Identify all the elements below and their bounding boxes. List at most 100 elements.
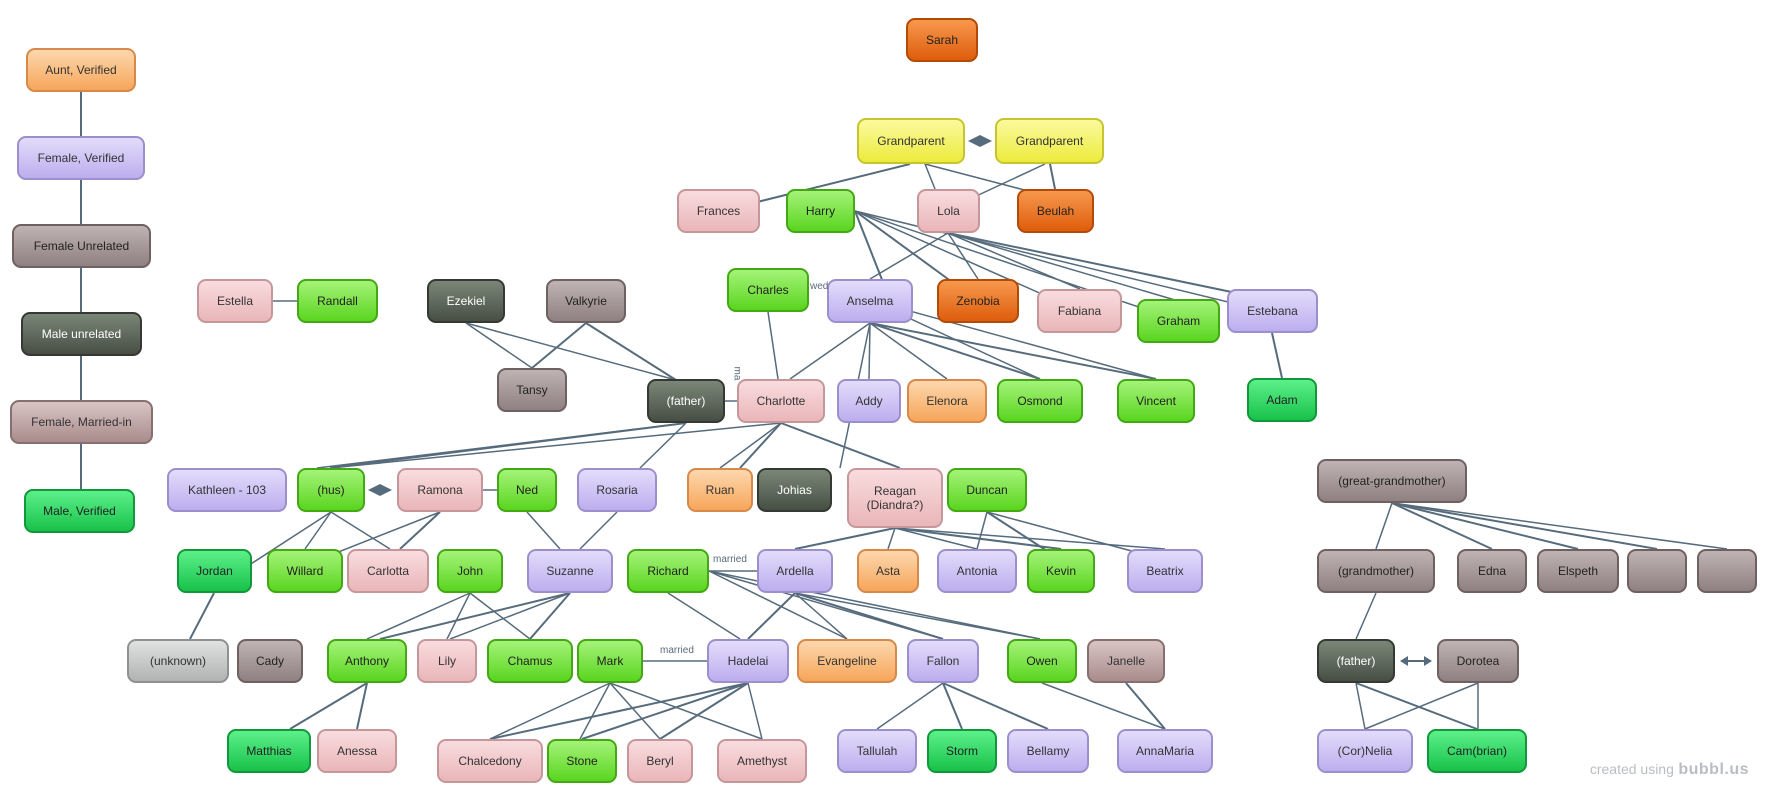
legend-male-verified[interactable]: Male, Verified: [24, 489, 135, 533]
node-antonia[interactable]: Antonia: [937, 549, 1017, 593]
node-fabiana[interactable]: Fabiana: [1037, 289, 1122, 333]
node-sarah[interactable]: Sarah: [906, 18, 978, 62]
edge-line: [489, 682, 749, 740]
legend-female-unrelated[interactable]: Female Unrelated: [12, 224, 151, 268]
node-blank-1[interactable]: [1627, 549, 1687, 593]
node-charles[interactable]: Charles: [727, 268, 809, 312]
node-charlotte[interactable]: Charlotte: [737, 379, 825, 423]
node-father-2[interactable]: (father): [1317, 639, 1395, 683]
edge-line: [379, 592, 571, 640]
node-willard[interactable]: Willard: [267, 549, 343, 593]
node-ned[interactable]: Ned: [497, 468, 557, 512]
node-estella[interactable]: Estella: [197, 279, 273, 323]
node-ezekiel[interactable]: Ezekiel: [427, 279, 505, 323]
node-grandparent-2[interactable]: Grandparent: [995, 118, 1104, 164]
edge-line: [947, 232, 1271, 301]
legend-female-married-in[interactable]: Female, Married-in: [10, 400, 153, 444]
node-grandmother[interactable]: (grandmother): [1317, 549, 1435, 593]
node-rosaria[interactable]: Rosaria: [577, 468, 657, 512]
node-anthony[interactable]: Anthony: [327, 639, 407, 683]
node-valkyrie[interactable]: Valkyrie: [546, 279, 626, 323]
node-elspeth[interactable]: Elspeth: [1537, 549, 1619, 593]
edge-line: [780, 422, 901, 469]
node-harry[interactable]: Harry: [786, 189, 855, 233]
edge-line: [869, 322, 948, 380]
node-duncan[interactable]: Duncan: [947, 468, 1027, 512]
edge-line: [239, 511, 332, 572]
node-unknown[interactable]: (unknown): [127, 639, 229, 683]
edge-line: [894, 527, 978, 550]
edge-line: [947, 232, 1176, 301]
node-ardella[interactable]: Ardella: [757, 549, 833, 593]
node-elenora[interactable]: Elenora: [907, 379, 987, 423]
node-evangeline[interactable]: Evangeline: [797, 639, 897, 683]
node-lily[interactable]: Lily: [417, 639, 477, 683]
node-asta[interactable]: Asta: [857, 549, 919, 593]
node-frances[interactable]: Frances: [677, 189, 760, 233]
node-cady[interactable]: Cady: [237, 639, 303, 683]
node-annamaria[interactable]: AnnaMaria: [1117, 729, 1213, 773]
node-amethyst[interactable]: Amethyst: [717, 739, 807, 783]
edge-line: [942, 682, 963, 730]
node-chalcedony[interactable]: Chalcedony: [437, 739, 543, 783]
node-kathleen[interactable]: Kathleen - 103: [167, 468, 287, 512]
node-johias[interactable]: Johias: [757, 468, 832, 512]
node-dorotea[interactable]: Dorotea: [1437, 639, 1519, 683]
node-anselma[interactable]: Anselma: [827, 279, 913, 323]
edge-line: [868, 322, 871, 380]
node-adam[interactable]: Adam: [1247, 378, 1317, 422]
node-cambrian[interactable]: Cam(brian): [1427, 729, 1527, 773]
node-blank-2[interactable]: [1697, 549, 1757, 593]
node-jordan[interactable]: Jordan: [177, 549, 252, 593]
node-beryl[interactable]: Beryl: [627, 739, 693, 783]
node-fallon[interactable]: Fallon: [907, 639, 979, 683]
edge-line: [465, 322, 533, 369]
node-matthias[interactable]: Matthias: [227, 729, 311, 773]
node-estebana[interactable]: Estebana: [1227, 289, 1318, 333]
edge-line: [489, 682, 611, 740]
edge-line: [399, 511, 441, 550]
edge-line: [1355, 592, 1377, 640]
node-lola[interactable]: Lola: [917, 189, 980, 233]
node-owen[interactable]: Owen: [1007, 639, 1077, 683]
node-tallulah[interactable]: Tallulah: [837, 729, 917, 773]
node-anessa[interactable]: Anessa: [317, 729, 397, 773]
node-zenobia[interactable]: Zenobia: [937, 279, 1019, 323]
node-ramona[interactable]: Ramona: [397, 468, 483, 512]
node-edna[interactable]: Edna: [1457, 549, 1527, 593]
node-great-grandmother[interactable]: (great-grandmother): [1317, 459, 1467, 503]
edge-line: [469, 592, 531, 640]
node-beatrix[interactable]: Beatrix: [1127, 549, 1203, 593]
node-hadelai[interactable]: Hadelai: [707, 639, 789, 683]
node-graham[interactable]: Graham: [1137, 299, 1220, 343]
legend-aunt-verified[interactable]: Aunt, Verified: [26, 48, 136, 92]
node-addy[interactable]: Addy: [837, 379, 901, 423]
node-osmond[interactable]: Osmond: [997, 379, 1083, 423]
node-grandparent-1[interactable]: Grandparent: [857, 118, 965, 164]
node-chamus[interactable]: Chamus: [487, 639, 573, 683]
node-cornelia[interactable]: (Cor)Nelia: [1317, 729, 1413, 773]
node-hus[interactable]: (hus): [297, 468, 365, 512]
node-mark[interactable]: Mark: [577, 639, 643, 683]
node-carlotta[interactable]: Carlotta: [347, 549, 429, 593]
node-beulah[interactable]: Beulah: [1017, 189, 1094, 233]
node-stone[interactable]: Stone: [547, 739, 617, 783]
node-suzanne[interactable]: Suzanne: [527, 549, 613, 593]
legend-male-unrelated[interactable]: Male unrelated: [21, 312, 142, 356]
node-kevin[interactable]: Kevin: [1027, 549, 1095, 593]
node-janelle[interactable]: Janelle: [1087, 639, 1165, 683]
node-john[interactable]: John: [437, 549, 503, 593]
edge-line: [330, 511, 391, 550]
node-father[interactable]: (father): [647, 379, 725, 423]
node-ruan[interactable]: Ruan: [687, 468, 753, 512]
node-storm[interactable]: Storm: [927, 729, 997, 773]
node-vincent[interactable]: Vincent: [1117, 379, 1195, 423]
node-randall[interactable]: Randall: [297, 279, 378, 323]
node-richard[interactable]: Richard: [627, 549, 709, 593]
edge-line: [876, 682, 944, 730]
node-bellamy[interactable]: Bellamy: [1007, 729, 1089, 773]
edge-line: [316, 422, 687, 469]
legend-female-verified[interactable]: Female, Verified: [17, 136, 145, 180]
node-reagan[interactable]: Reagan (Diandra?): [847, 468, 943, 528]
node-tansy[interactable]: Tansy: [497, 368, 567, 412]
